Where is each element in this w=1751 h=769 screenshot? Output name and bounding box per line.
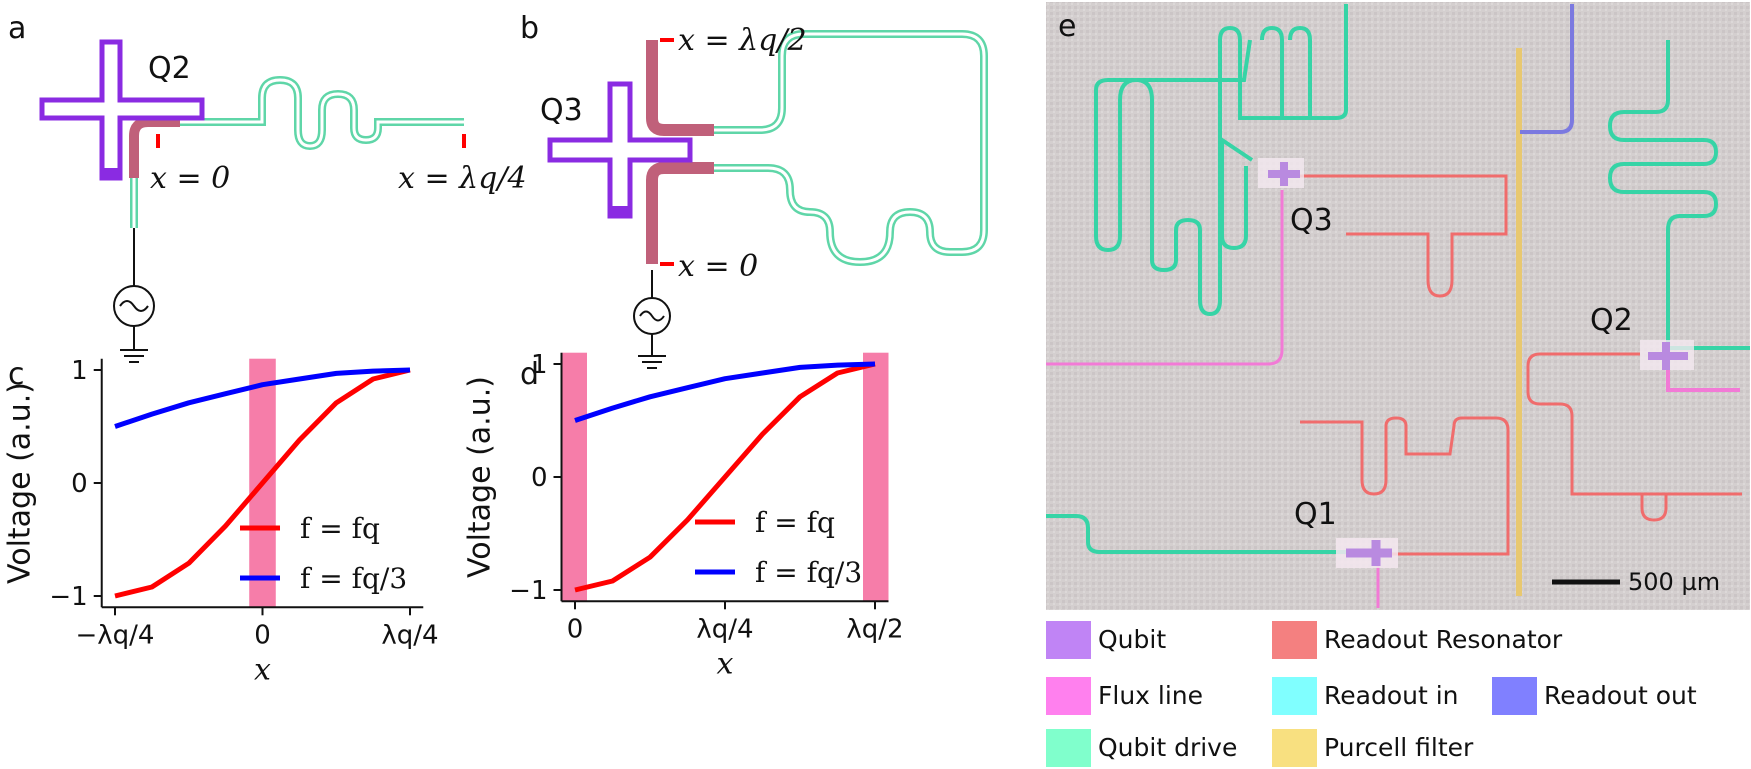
legend-swatch-readout-out bbox=[1492, 677, 1537, 715]
legend-label-qubit-drive: Qubit drive bbox=[1098, 733, 1237, 762]
chart-c-legend-label-1: f = fq bbox=[300, 512, 380, 545]
panel-b-resonator bbox=[714, 30, 988, 267]
panel-b-marker-bottom: x = 0 bbox=[678, 249, 758, 284]
chart-d: −1 0 1 0 λq/4 λq/2 x Voltage (a.u.) f = fq f = fq… bbox=[463, 350, 904, 681]
panel-b-qubit-label: Q3 bbox=[540, 93, 583, 128]
chart-c-y-tick-label: 0 bbox=[71, 469, 88, 499]
panel-a-qubit-label: Q2 bbox=[148, 51, 191, 86]
chart-d-y-tick-label: 1 bbox=[531, 350, 548, 380]
chart-d-y-tick-label: 0 bbox=[531, 463, 548, 493]
panel-a-marker-right: x = λq/4 bbox=[398, 161, 527, 196]
label-q1: Q1 bbox=[1294, 497, 1337, 532]
q2-readout-resonator bbox=[1526, 352, 1742, 522]
q3-readout-resonator bbox=[1296, 174, 1508, 298]
chart-c-y-tick-label: 1 bbox=[71, 356, 88, 386]
legend-swatch-qubit bbox=[1046, 621, 1091, 659]
chart-d-y-tick-label: −1 bbox=[509, 576, 547, 606]
scale-bar-label: 500 µm bbox=[1628, 568, 1720, 596]
chart-d-series-1-line bbox=[574, 361, 876, 593]
panel-a-letter: a bbox=[8, 11, 26, 46]
legend-label-qubit: Qubit bbox=[1098, 625, 1166, 654]
panel-b-letter: b bbox=[520, 11, 539, 46]
panel-e-legend: Qubit Readout Resonator Flux line Readou… bbox=[1046, 621, 1697, 767]
panel-e-letter: e bbox=[1058, 9, 1076, 44]
chart-c-legend-label-2: f = fq/3 bbox=[300, 562, 407, 595]
chart-c-series-1-line bbox=[114, 367, 411, 599]
chart-c-x-axis-label: x bbox=[254, 652, 271, 687]
q1-drive-line bbox=[1046, 514, 1346, 554]
q2-qubit bbox=[1640, 340, 1694, 370]
q3-qubit bbox=[1258, 158, 1304, 188]
legend-swatch-flux-line bbox=[1046, 677, 1091, 715]
chart-d-y-axis-label: Voltage (a.u.) bbox=[463, 376, 498, 578]
panel-b-coupler-bottom bbox=[646, 162, 714, 264]
chart-d-x-axis-label: x bbox=[717, 646, 734, 681]
q3-flux-line bbox=[1046, 190, 1284, 366]
chart-d-x-tick-label: λq/2 bbox=[846, 614, 903, 644]
readout-out-line bbox=[1520, 4, 1574, 134]
panel-a-coupler bbox=[129, 117, 180, 178]
chart-c: −1 0 1 −λq/4 0 λq/4 x Voltage (a.u.) f = fq f = f… bbox=[3, 356, 439, 687]
chart-d-legend-label-2: f = fq/3 bbox=[755, 556, 862, 589]
chart-c-x-tick-label: 0 bbox=[254, 620, 271, 650]
panel-a: a Q2 x = 0 x = λq/4 bbox=[8, 11, 527, 363]
label-q3: Q3 bbox=[1290, 203, 1333, 238]
legend-swatch-readout-resonator bbox=[1272, 621, 1317, 659]
q1-readout-resonator bbox=[1300, 416, 1510, 556]
chart-c-y-tick-label: −1 bbox=[49, 582, 87, 612]
panel-e: e Q3 Q2 bbox=[1046, 2, 1750, 767]
chart-d-series-2-line bbox=[574, 361, 876, 423]
chart-d-x-tick-label: 0 bbox=[567, 614, 584, 644]
legend-label-readout-in: Readout in bbox=[1324, 681, 1459, 710]
panel-b: b Q3 x = λq/2 x = 0 bbox=[520, 11, 988, 369]
legend-label-purcell-filter: Purcell filter bbox=[1324, 733, 1474, 762]
panel-a-marker-left: x = 0 bbox=[150, 161, 230, 196]
panel-b-marker-top: x = λq/2 bbox=[678, 23, 807, 58]
chart-d-highlight-band bbox=[863, 352, 889, 602]
q2-drive-line bbox=[1607, 40, 1750, 350]
panel-c: c −1 0 1 −λq/4 0 λq/4 x Voltage (a.u.) f = fq f =… bbox=[3, 356, 439, 687]
legend-label-readout-resonator: Readout Resonator bbox=[1324, 625, 1563, 654]
chart-c-x-tick-label: −λq/4 bbox=[76, 620, 155, 650]
legend-swatch-readout-in bbox=[1272, 677, 1317, 715]
panel-c-letter: c bbox=[8, 357, 25, 392]
q1-qubit bbox=[1336, 538, 1398, 568]
label-q2: Q2 bbox=[1590, 303, 1633, 338]
q3-drive-line bbox=[1094, 4, 1348, 317]
micrograph bbox=[1046, 2, 1750, 610]
panel-d: d −1 0 1 0 λq/4 λq/2 x Voltage (a.u.) f = fq f = … bbox=[463, 350, 904, 681]
chart-c-y-axis-label: Voltage (a.u.) bbox=[3, 382, 38, 584]
q2-flux-line bbox=[1666, 366, 1740, 392]
legend-label-flux-line: Flux line bbox=[1098, 681, 1203, 710]
chart-c-series-2-line bbox=[114, 367, 411, 429]
panel-d-letter: d bbox=[520, 357, 539, 392]
chart-d-legend-label-1: f = fq bbox=[755, 506, 835, 539]
legend-label-readout-out: Readout out bbox=[1544, 681, 1697, 710]
chart-d-highlight-band bbox=[561, 352, 587, 602]
legend-swatch-purcell-filter bbox=[1272, 729, 1317, 767]
chart-c-x-tick-label: λq/4 bbox=[381, 620, 438, 650]
chart-d-x-tick-label: λq/4 bbox=[696, 614, 753, 644]
panel-b-coupler-top bbox=[646, 40, 714, 136]
legend-swatch-qubit-drive bbox=[1046, 729, 1091, 767]
